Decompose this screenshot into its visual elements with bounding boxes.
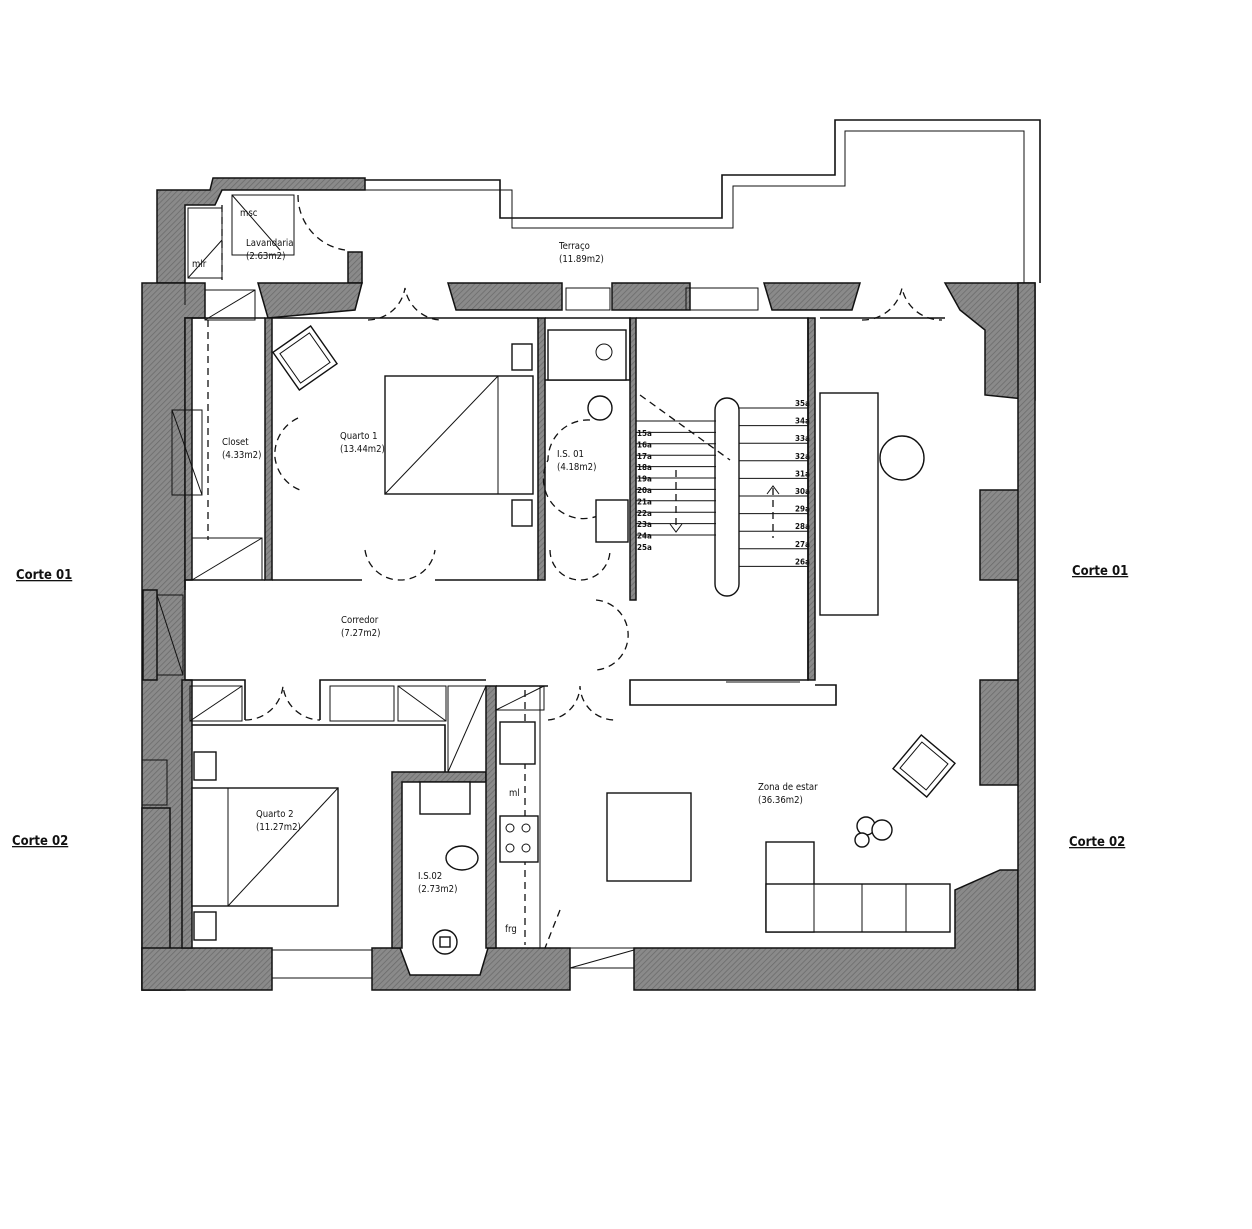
stair-step-label: 20a — [637, 486, 652, 495]
stair-step-label: 21a — [637, 497, 652, 506]
room-area-is01: (4.18m2) — [557, 462, 596, 473]
room-area-quarto1: (13.44m2) — [340, 444, 385, 455]
room-area-is02: (2.73m2) — [418, 884, 457, 895]
room-name-terraco: Terraço — [558, 241, 590, 252]
room-area-zona-estar: (36.36m2) — [758, 795, 803, 806]
room-area-terraco: (11.89m2) — [559, 254, 604, 265]
door-swings — [244, 194, 943, 949]
stair-step-label: 23a — [637, 520, 652, 529]
room-name-quarto2: Quarto 2 — [256, 809, 294, 820]
appliance-msc: msc — [240, 208, 258, 219]
stair-step-label: 15a — [637, 429, 652, 438]
stair-step-label: 24a — [637, 532, 652, 541]
armchair-quarto1 — [271, 324, 339, 392]
sink-kitchen — [499, 721, 536, 765]
staircase — [636, 394, 808, 597]
stair-step-label: 33a — [795, 434, 810, 443]
dining-table — [606, 792, 692, 882]
appliance-mlr: mlr — [192, 259, 207, 270]
section-corte02-right: Corte 02 — [1069, 835, 1125, 850]
room-name-zona-estar: Zona de estar — [758, 782, 818, 793]
toilet-is02 — [445, 845, 479, 871]
stair-step-labels: 15a 16a 17a 18a 19a 20a 21a 22a 23a 24a 25a 35a 34a 3… — [637, 399, 810, 566]
stair-step-label: 35a — [795, 399, 810, 408]
room-name-is01: I.S. 01 — [557, 449, 584, 460]
stair-step-label: 18a — [637, 463, 652, 472]
stair-step-label: 27a — [795, 540, 810, 549]
room-area-quarto2: (11.27m2) — [256, 822, 301, 833]
round-table — [879, 435, 925, 481]
stair-step-label: 34a — [795, 417, 810, 426]
appliance-ml: ml — [509, 788, 520, 799]
room-area-lavandaria: (2.63m2) — [246, 251, 285, 262]
room-name-is02: I.S.02 — [418, 871, 442, 882]
section-corte02-left: Corte 02 — [12, 834, 68, 849]
stair-step-label: 26a — [795, 557, 810, 566]
section-corte01-left: Corte 01 — [16, 568, 72, 583]
stair-step-label: 19a — [637, 475, 652, 484]
room-area-corredor: (7.27m2) — [341, 628, 380, 639]
stair-step-label: 32a — [795, 452, 810, 461]
stair-step-label: 16a — [637, 440, 652, 449]
walls — [141, 177, 1036, 991]
room-name-closet: Closet — [222, 437, 249, 448]
room-name-corredor: Corredor — [341, 615, 379, 626]
cooktop — [499, 815, 539, 863]
bed-quarto2 — [191, 787, 339, 907]
furniture — [191, 324, 956, 955]
room-name-quarto1: Quarto 1 — [340, 431, 378, 442]
room-labels: Lavandaria (2.63m2) Terraço (11.89m2) Cl… — [192, 208, 818, 935]
section-markers: Corte 01 Corte 01 Corte 02 Corte 02 — [12, 564, 1128, 850]
stair-step-label: 31a — [795, 469, 810, 478]
stair-step-label: 25a — [637, 543, 652, 552]
section-corte01-right: Corte 01 — [1072, 564, 1128, 579]
stair-step-label: 17a — [637, 452, 652, 461]
appliance-frg: frg — [505, 924, 517, 935]
stair-step-label: 22a — [637, 509, 652, 518]
interior-lines — [141, 194, 945, 979]
sink-is01 — [595, 499, 629, 543]
room-name-lavandaria: Lavandaria — [246, 238, 294, 249]
toilet-is01 — [587, 395, 613, 421]
terrace-parapet — [365, 119, 1041, 283]
sideboard — [819, 392, 879, 616]
stair-step-label: 29a — [795, 505, 810, 514]
stair-step-label: 28a — [795, 522, 810, 531]
room-area-closet: (4.33m2) — [222, 450, 261, 461]
bed-quarto1 — [384, 375, 534, 495]
stair-step-label: 30a — [795, 487, 810, 496]
